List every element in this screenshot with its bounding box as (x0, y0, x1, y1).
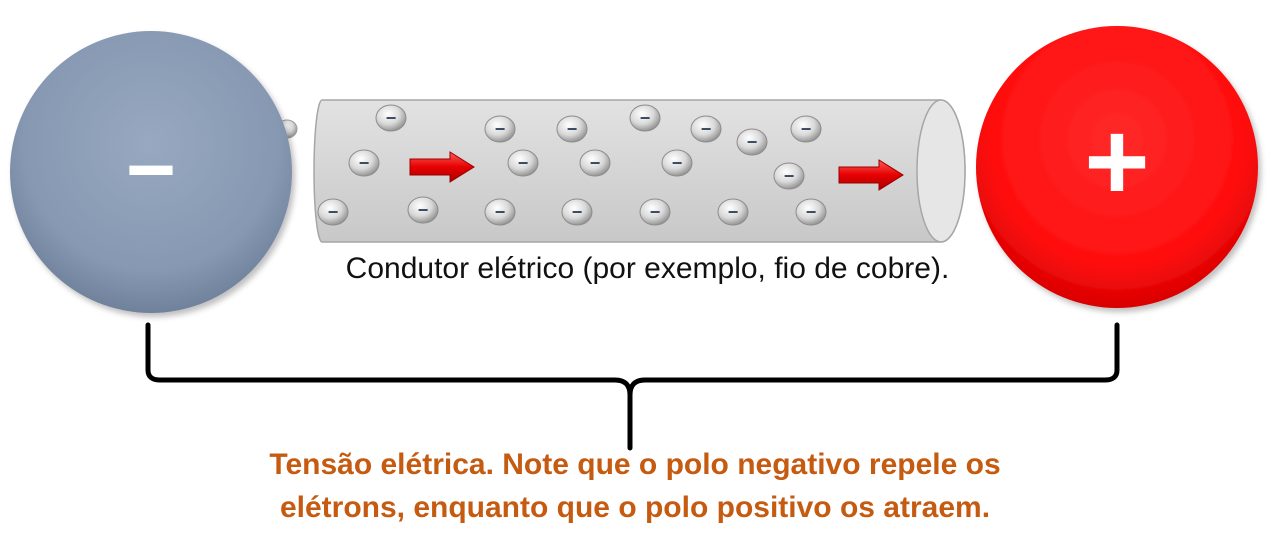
electron: − (484, 198, 516, 226)
electron: − (661, 149, 693, 177)
electron-charge-sign: − (328, 202, 339, 222)
negative-pole-disc (10, 31, 292, 313)
electron-charge-sign: − (650, 202, 661, 222)
electron-charge-sign: − (801, 119, 812, 139)
electron: − (348, 149, 380, 177)
electron-charge-sign: − (640, 108, 651, 128)
flow-arrow-group (409, 151, 904, 191)
electron-charge-sign: − (701, 119, 712, 139)
negative-pole (10, 31, 292, 313)
caption-line-2: elétrons, enquanto que o polo positivo o… (279, 491, 991, 524)
conductor-label: Condutor elétrico (por exemplo, fio de c… (345, 252, 950, 285)
electron: − (639, 198, 671, 226)
electron-charge-sign: − (590, 153, 601, 173)
electron-charge-sign: − (728, 202, 739, 222)
electron-charge-sign: − (806, 202, 817, 222)
electron: − (690, 115, 722, 143)
electron: − (773, 162, 805, 190)
electron: − (736, 128, 768, 156)
positive-pole-disc (976, 26, 1258, 308)
positive-pole (976, 26, 1258, 308)
electron-charge-sign: − (572, 202, 583, 222)
tube-end-face (916, 99, 966, 243)
electron-charge-sign: − (747, 132, 758, 152)
electron-charge-sign: − (672, 153, 683, 173)
flow-arrow-icon (409, 151, 475, 183)
electron: − (484, 115, 516, 143)
electron: − (579, 149, 611, 177)
electron: − (629, 104, 661, 132)
electron-charge-sign: − (518, 153, 529, 173)
electron: − (375, 104, 407, 132)
electron: − (507, 149, 539, 177)
electron-charge-sign: − (567, 119, 578, 139)
electron: − (795, 198, 827, 226)
electron-group: −−−−−−−−−−−−−−−−−−− (317, 104, 827, 226)
electron: − (717, 198, 749, 226)
electron: − (317, 198, 349, 226)
electron-charge-sign: − (784, 166, 795, 186)
voltage-caption: Tensão elétrica. Note que o polo negativ… (160, 443, 1110, 529)
caption-line-1: Tensão elétrica. Note que o polo negativ… (269, 448, 1001, 481)
electron-charge-sign: − (418, 200, 429, 220)
electron-charge-sign: − (359, 153, 370, 173)
electron: − (790, 115, 822, 143)
voltage-brace (145, 322, 1120, 451)
electron-charge-sign: − (386, 108, 397, 128)
electron-charge-sign: − (495, 202, 506, 222)
flow-arrow-icon (838, 159, 904, 191)
negative-pole-symbol: − (126, 122, 176, 218)
electron-charge-sign: − (495, 119, 506, 139)
electron: − (407, 196, 439, 224)
electron: − (561, 198, 593, 226)
electron: − (556, 115, 588, 143)
positive-pole-symbol: + (1084, 99, 1149, 224)
